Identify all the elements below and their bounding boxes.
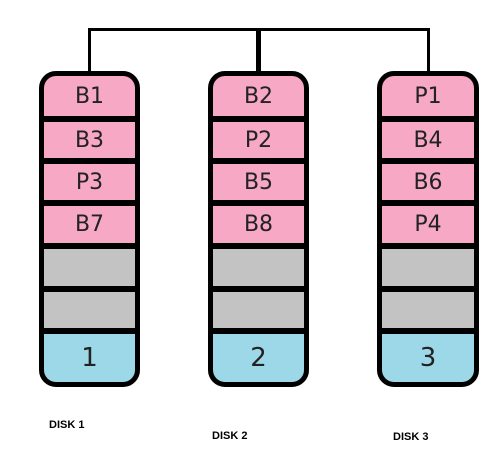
empty-slot: [213, 292, 304, 328]
disk-3: P1 B4 B6 P4 3: [377, 71, 479, 387]
disk-label-1: DISK 1: [49, 419, 85, 431]
block-cell: B3: [44, 122, 135, 158]
block-cell: B1: [44, 76, 135, 116]
disk-number: 2: [213, 334, 304, 382]
empty-slot: [213, 249, 304, 286]
block-cell: P4: [382, 206, 474, 243]
block-cell: B2: [213, 76, 304, 116]
empty-slot: [44, 292, 135, 328]
disk-1: B1 B3 P3 B7 1: [39, 71, 140, 387]
block-cell: P1: [382, 76, 474, 116]
empty-slot: [44, 249, 135, 286]
disk-label-3: DISK 3: [393, 431, 429, 443]
block-cell: B8: [213, 206, 304, 243]
disk-number: 3: [382, 334, 474, 382]
disk-number: 1: [44, 334, 135, 382]
block-cell: B7: [44, 206, 135, 243]
bus-drop-disk-2: [256, 28, 261, 73]
block-cell: P2: [213, 122, 304, 158]
bus-drop-disk-3: [427, 28, 430, 73]
block-cell: B6: [382, 164, 474, 200]
empty-slot: [382, 249, 474, 286]
block-cell: P3: [44, 164, 135, 200]
bus-drop-disk-1: [88, 28, 91, 73]
disk-label-2: DISK 2: [212, 430, 248, 442]
block-cell: B4: [382, 122, 474, 158]
disk-2: B2 P2 B5 B8 2: [208, 71, 309, 387]
block-cell: B5: [213, 164, 304, 200]
empty-slot: [382, 292, 474, 328]
